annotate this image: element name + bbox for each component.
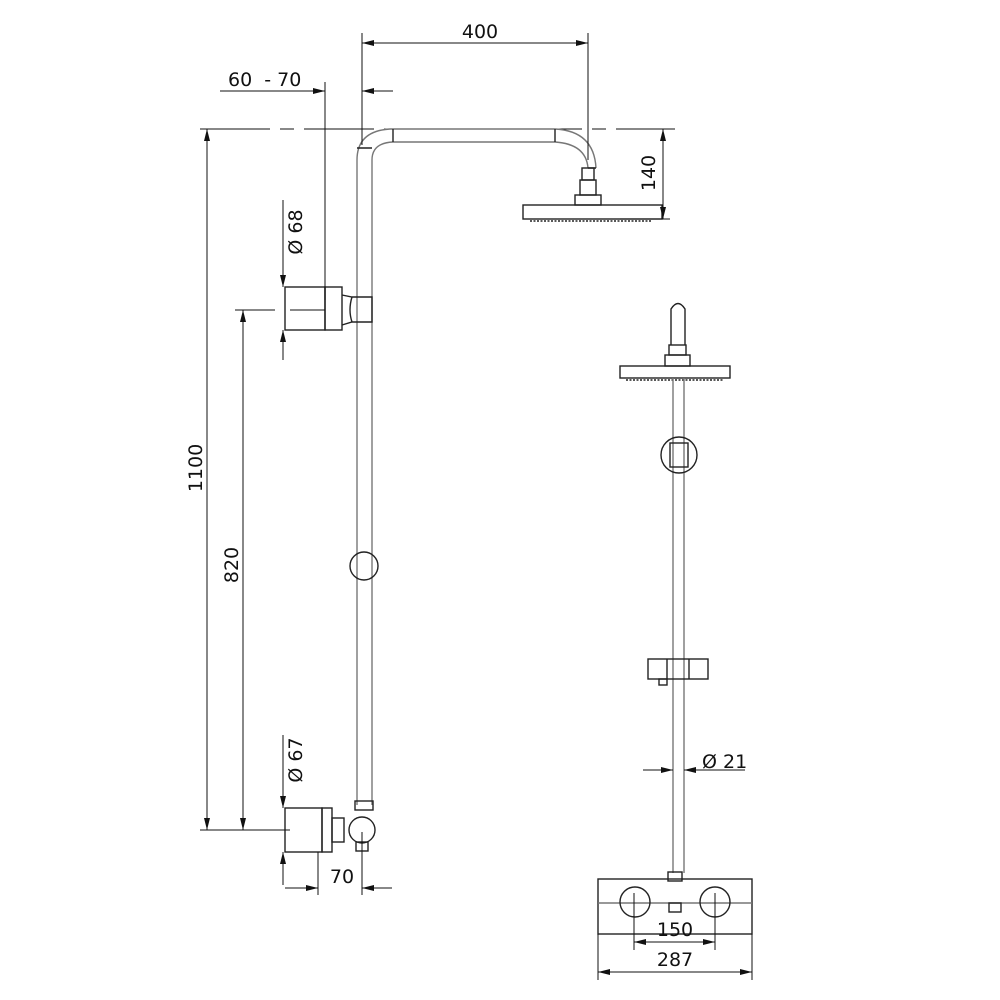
valve-bottom-outlet (668, 902, 682, 913)
holder-grips (666, 659, 690, 679)
front-top-pipe (670, 302, 686, 345)
front-view: Ø 21 150 287 (597, 302, 753, 980)
bottom-bracket-diameter-label: Ø 67 (285, 737, 307, 782)
overall-height-label: 1100 (185, 444, 207, 492)
top-wall-bracket (284, 286, 326, 331)
head-flange (574, 194, 602, 206)
temperature-knob (619, 886, 651, 918)
head-connector (581, 167, 595, 181)
head-nut (579, 179, 597, 196)
valve-width-label: 287 (657, 949, 693, 971)
bottom-bracket-cap (321, 807, 333, 853)
front-rail (672, 378, 685, 873)
slide-bar-holder (647, 658, 709, 680)
front-head-nut (668, 344, 687, 356)
slide-holder (349, 551, 379, 581)
front-rail-clip (669, 442, 689, 468)
valve-centres-label: 150 (657, 919, 693, 941)
pipe-joints (357, 129, 596, 169)
top-bracket-cap (324, 286, 343, 331)
front-shower-head (619, 365, 731, 379)
riser-pipe (356, 128, 597, 805)
front-top-bracket (660, 436, 698, 474)
bottom-wall-bracket (284, 807, 323, 853)
bottom-nut (354, 800, 374, 811)
front-dimension-lines (597, 767, 753, 980)
rail-diameter-label: Ø 21 (702, 751, 747, 773)
holder-screw (658, 678, 668, 686)
head-drop-label: 140 (638, 155, 660, 191)
riser-pipe-inner (371, 141, 589, 805)
side-view: 400 60 - 70 140 1100 820 Ø 68 Ø 67 70 (185, 21, 675, 895)
top-rail-clip (341, 294, 373, 326)
valve-offset-label: 70 (330, 866, 354, 888)
front-head-flange (664, 354, 691, 367)
valve-top-outlet (667, 871, 683, 882)
bracket-spacing-label: 820 (221, 547, 243, 583)
shower-head (522, 204, 663, 220)
top-bracket-diameter-label: Ø 68 (285, 209, 307, 254)
arm-length-label: 400 (462, 21, 498, 43)
thermostatic-valve-body (597, 878, 753, 935)
bottom-connector (331, 817, 345, 843)
dimension-lines (200, 33, 670, 895)
wall-offset-label: 60 - 70 (228, 69, 301, 91)
